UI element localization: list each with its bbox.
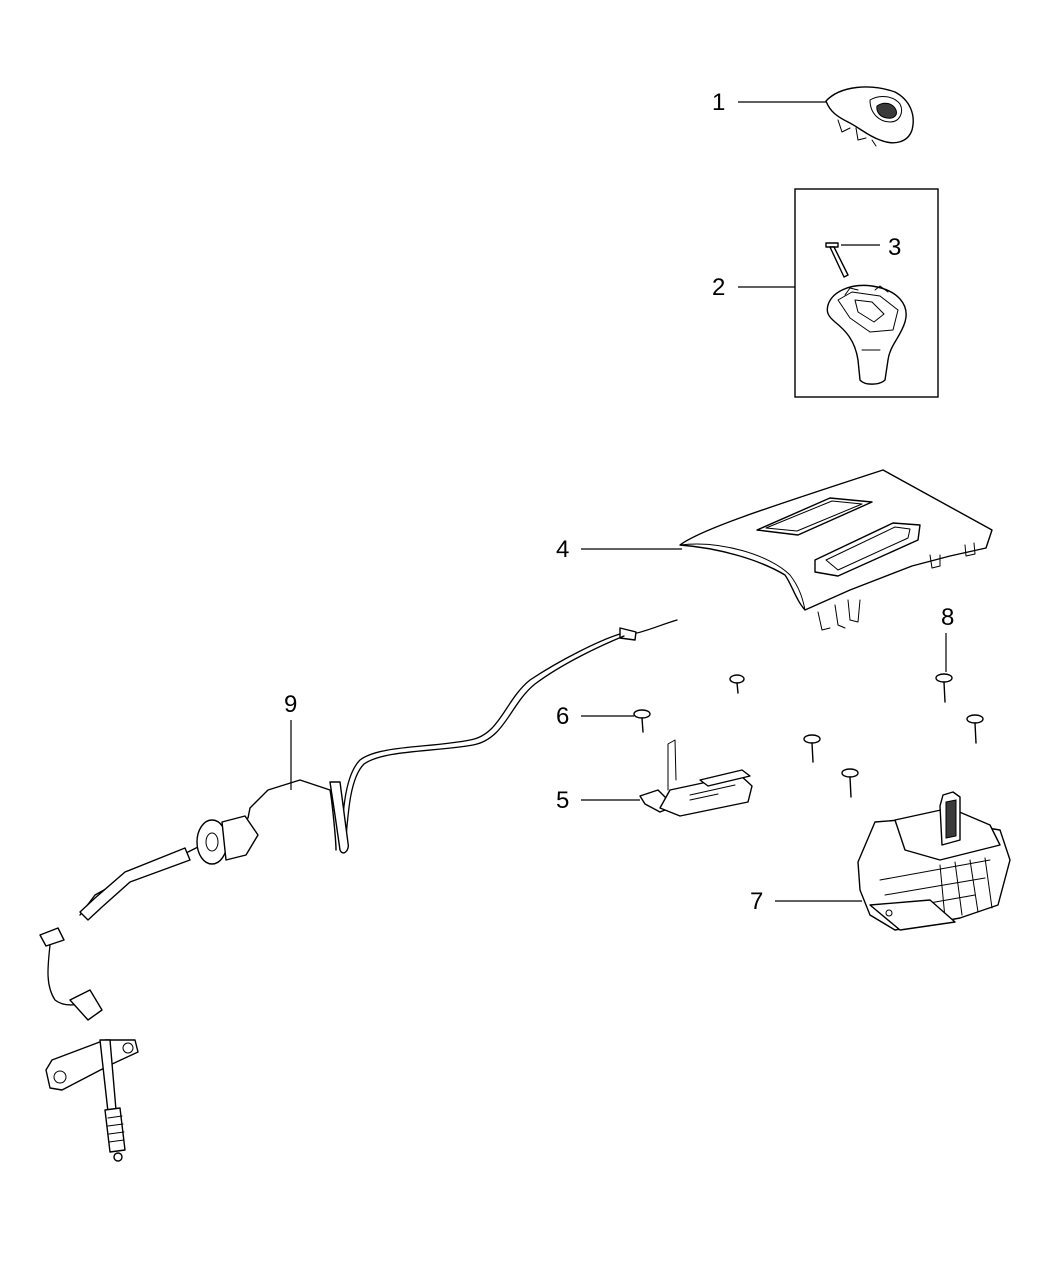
part-9-shift-cable bbox=[39, 619, 678, 1162]
svg-text:6: 6 bbox=[556, 703, 569, 730]
fastener bbox=[841, 768, 859, 798]
part-2-shift-knob bbox=[826, 284, 907, 385]
svg-text:4: 4 bbox=[556, 536, 569, 563]
svg-text:2: 2 bbox=[712, 274, 725, 301]
callout-6: 6 bbox=[556, 703, 634, 730]
part-4-console-bezel bbox=[679, 469, 993, 631]
svg-text:9: 9 bbox=[284, 691, 297, 718]
part-1-knob-cover bbox=[825, 86, 914, 147]
svg-text:7: 7 bbox=[750, 888, 763, 915]
svg-text:8: 8 bbox=[941, 604, 954, 631]
callout-5: 5 bbox=[556, 787, 640, 814]
fastener bbox=[935, 673, 953, 703]
part-5-bracket bbox=[639, 739, 753, 817]
fastener bbox=[729, 674, 745, 694]
callout-8: 8 bbox=[941, 604, 954, 672]
svg-text:3: 3 bbox=[888, 234, 901, 261]
fastener bbox=[966, 714, 984, 744]
callout-4: 4 bbox=[556, 536, 682, 563]
part-7-shifter-assembly bbox=[857, 791, 1011, 931]
part-6-fastener bbox=[633, 709, 651, 733]
callout-1: 1 bbox=[712, 89, 826, 116]
callout-2: 2 bbox=[712, 274, 795, 301]
callout-7: 7 bbox=[750, 888, 862, 915]
svg-text:5: 5 bbox=[556, 787, 569, 814]
part-8-fasteners bbox=[729, 673, 984, 798]
fastener bbox=[803, 734, 821, 763]
callout-3: 3 bbox=[841, 234, 901, 261]
svg-text:1: 1 bbox=[712, 89, 725, 116]
part-3-screw bbox=[825, 242, 849, 278]
part-2-group-box bbox=[794, 188, 939, 398]
callout-9: 9 bbox=[284, 691, 297, 790]
